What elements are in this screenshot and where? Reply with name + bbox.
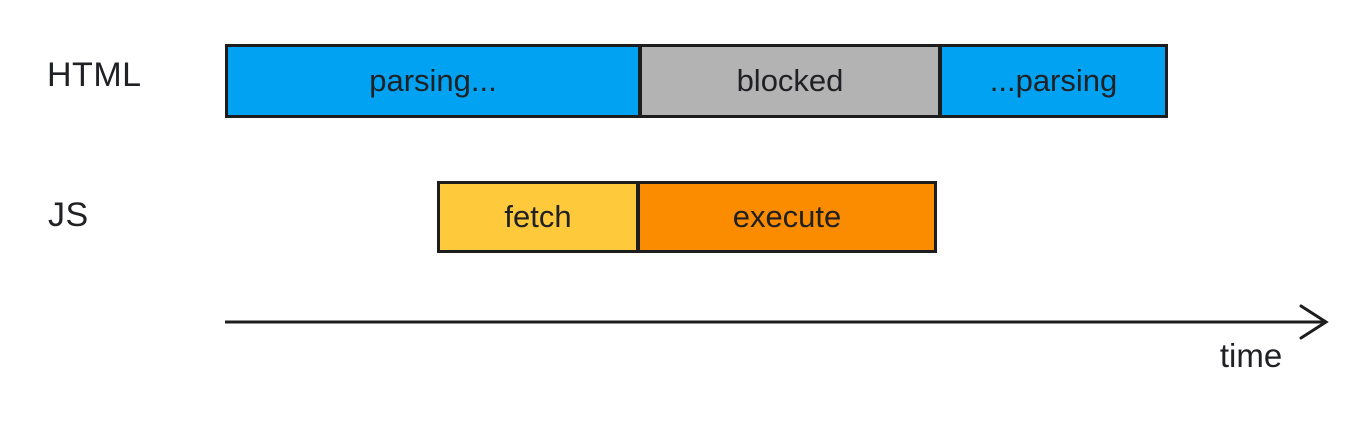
row-label-js: JS — [48, 196, 89, 234]
js-segment-fetch: fetch — [440, 184, 636, 250]
arrowhead-icon — [1299, 304, 1329, 340]
time-axis-label: time — [1219, 337, 1283, 374]
time-axis-arrow — [225, 304, 1329, 340]
html-segment-blocked: blocked — [638, 47, 938, 115]
js-segment-execute: execute — [636, 184, 934, 250]
row-label-html: HTML — [47, 56, 142, 94]
html-timeline-bar: parsing... blocked ...parsing — [225, 44, 1168, 118]
html-segment-parsing-resume: ...parsing — [938, 47, 1165, 115]
js-timeline-bar: fetch execute — [437, 181, 937, 253]
html-segment-parsing-start: parsing... — [228, 47, 638, 115]
